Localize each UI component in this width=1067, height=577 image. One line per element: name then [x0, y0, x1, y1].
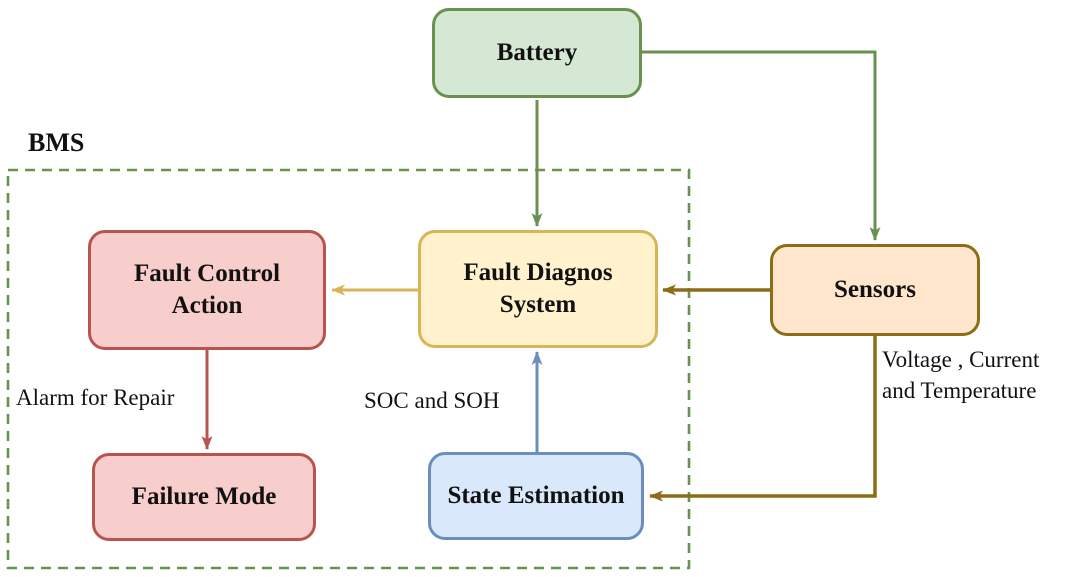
edge-sensors-to-state-estimation: [649, 336, 877, 502]
node-fault-diagnos-system: Fault Diagnos System: [418, 230, 658, 348]
node-battery: Battery: [432, 8, 642, 98]
edge-label-soc-and-soh: SOC and SOH: [364, 388, 500, 413]
edge-battery-to-sensors: [642, 50, 881, 241]
node-state-estimation: State Estimation: [428, 452, 644, 540]
edge-label-voltage-current-temperature: Voltage , Current and Temperature: [882, 344, 1039, 406]
edge-label-alarm-for-repair: Alarm for Repair: [16, 385, 175, 410]
node-fault-control-action: Fault Control Action: [88, 230, 326, 350]
bms-dashed-boundary: [6, 168, 691, 570]
edge-label-voltage-line2: and Temperature: [882, 378, 1037, 403]
node-sensors: Sensors: [770, 244, 980, 336]
edge-label-voltage-line1: Voltage , Current: [882, 347, 1040, 372]
bms-group-label: BMS: [28, 128, 85, 157]
node-failure-mode: Failure Mode: [92, 453, 316, 541]
